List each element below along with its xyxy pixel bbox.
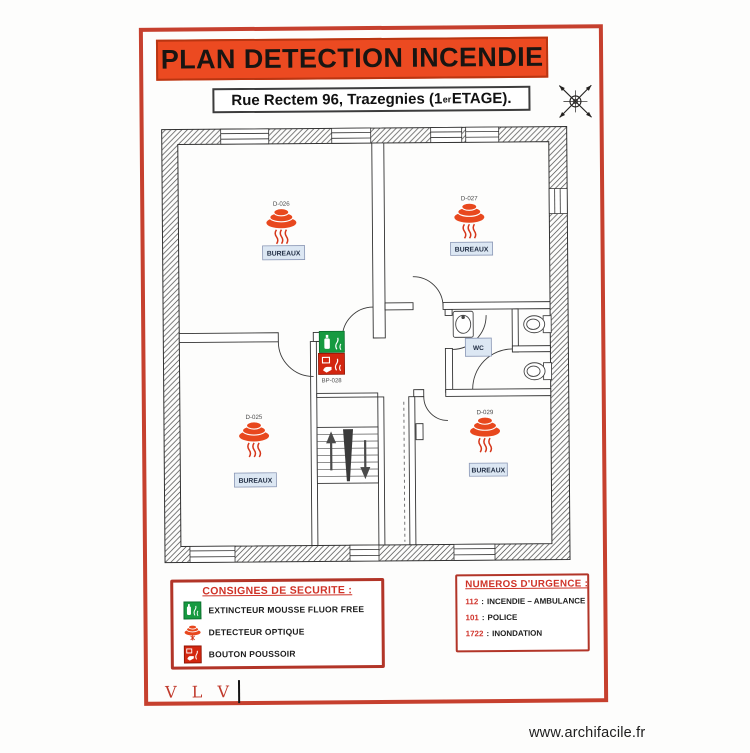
optical-detector-icon [184, 623, 202, 641]
emergency-item: 101:POLICE [465, 612, 587, 622]
smoke-detector-d025: D-025 [239, 414, 269, 457]
toilet [524, 363, 552, 380]
staircase [317, 427, 378, 483]
emergency-numbers: NUMEROS D'URGENCE : 112:INCENDIE – AMBUL… [455, 573, 590, 652]
emergency-item: 112:INCENDIE – AMBULANCE [465, 596, 587, 606]
separator: : [482, 613, 485, 622]
address-text: Rue Rectem 96, Trazegnies (1 [231, 90, 442, 109]
heat-waves [479, 438, 492, 452]
separator: : [486, 629, 489, 638]
vlv-text: V L V [165, 682, 234, 702]
heat-waves [275, 230, 288, 244]
safety-legend-title: CONSIGNES DE SECURITE : [173, 584, 381, 598]
address-suffix: ETAGE). [452, 90, 512, 107]
toilet [524, 316, 552, 333]
push-button-icon [184, 645, 202, 663]
emergency-number: 1722 [466, 629, 484, 638]
heat-waves [463, 224, 476, 238]
corridor-dashed-line [404, 402, 405, 542]
door-top-right-room [413, 276, 443, 306]
emergency-number: 101 [465, 613, 478, 622]
legend-item-button: BOUTON POUSSOIR [174, 644, 382, 664]
emergency-label: POLICE [487, 613, 517, 622]
safety-legend: CONSIGNES DE SECURITE : EXTINCTEUR MOUSS… [170, 578, 385, 670]
door-leaf [416, 424, 423, 440]
legend-item-detector: DETECTEUR OPTIQUE [174, 622, 382, 642]
watermark: www.archifacile.fr [529, 725, 645, 741]
call-point-id: BP-028 [322, 378, 343, 384]
smoke-detector-d026: D-026 [266, 201, 296, 244]
detector-id: D-026 [273, 201, 290, 208]
emergency-title: NUMEROS D'URGENCE : [465, 578, 581, 590]
vlv-cursor-bar [238, 680, 240, 703]
title-banner: PLAN DETECTION INCENDIE [156, 37, 548, 81]
smoke-detector-d029: D-029 [470, 409, 500, 452]
emergency-label: INCENDIE – AMBULANCE [487, 596, 585, 606]
outer-walls [162, 126, 570, 562]
detector-id: D-029 [476, 409, 493, 416]
detector-id: D-027 [461, 195, 478, 202]
heat-waves [248, 443, 261, 457]
room-label: BUREAUX [472, 467, 506, 474]
emergency-item: 1722:INONDATION [466, 628, 588, 638]
extinguisher-icon [183, 601, 201, 619]
door-hallway [342, 307, 373, 338]
smoke-detector-d027: D-027 [454, 195, 484, 238]
room-label: WC [473, 345, 484, 352]
page-title: PLAN DETECTION INCENDIE [161, 42, 544, 76]
push-button-icon [318, 353, 344, 374]
emergency-label: INONDATION [492, 629, 542, 638]
room-label: BUREAUX [239, 478, 273, 485]
legend-item-label: BOUTON POUSSOIR [209, 649, 296, 660]
extinguisher-icon [319, 331, 344, 352]
room-label: BUREAUX [455, 246, 489, 253]
door-bottom-left-room [278, 341, 313, 376]
emergency-number: 112 [465, 597, 478, 606]
sink [453, 311, 473, 337]
detector-id: D-025 [245, 414, 262, 421]
interior-walls [178, 142, 552, 547]
floor-plan: D-026 D-027 [149, 110, 613, 574]
separator: : [481, 597, 484, 606]
legend-item-label: EXTINCTEUR MOUSSE FLUOR FREE [208, 604, 364, 615]
legend-item-extinguisher: EXTINCTEUR MOUSSE FLUOR FREE [173, 600, 381, 620]
room-label: BUREAUX [267, 250, 301, 257]
legend-item-label: DETECTEUR OPTIQUE [209, 627, 305, 638]
vlv-logo: V L V [165, 678, 240, 705]
door-bottom-right-room [424, 396, 448, 420]
